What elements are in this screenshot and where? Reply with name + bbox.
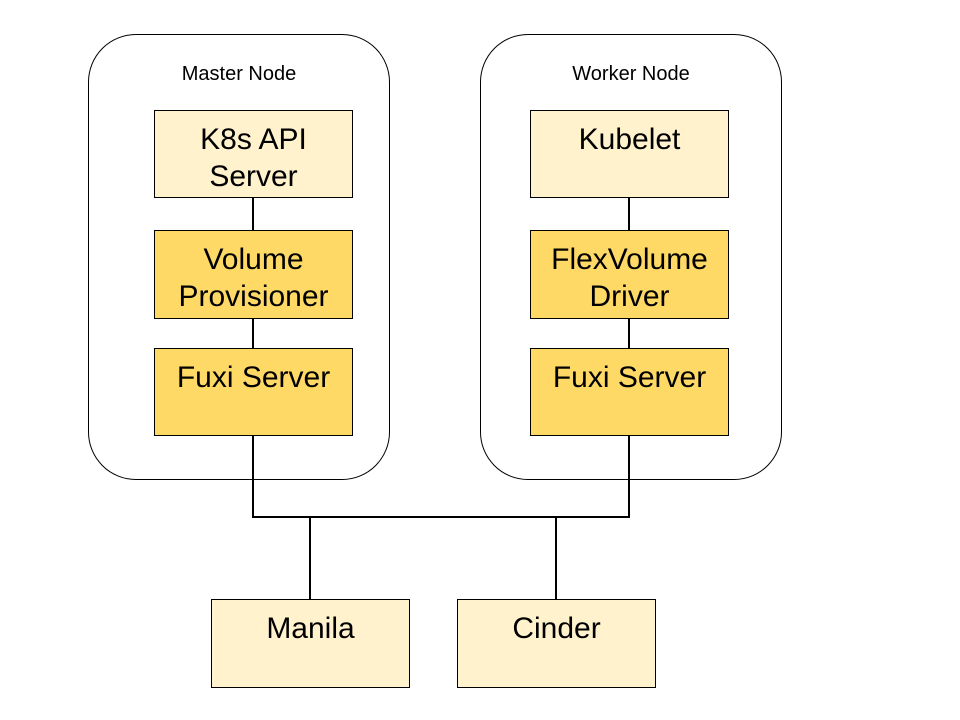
k8s-api-server-label-2: Server [209,160,298,193]
connector-worker-fuxi-down [628,435,630,518]
flexvolume-driver-box: FlexVolume Driver [530,230,729,319]
connector-api-to-provisioner [252,197,254,231]
k8s-api-server-box: K8s API Server [154,110,353,198]
kubelet-label: Kubelet [578,123,681,156]
volume-provisioner-label-1: Volume [203,243,304,276]
worker-fuxi-server-box: Fuxi Server [530,348,729,436]
master-fuxi-server-box: Fuxi Server [154,348,353,436]
manila-label: Manila [266,612,355,645]
connector-bus-to-cinder [555,516,557,600]
connector-master-fuxi-down [252,435,254,518]
master-node-title: Master Node [181,63,297,85]
manila-box: Manila [211,599,410,688]
bus-line [252,516,630,518]
connector-kubelet-to-flexvolume [628,197,630,231]
flexvolume-driver-label-1: FlexVolume [551,243,708,276]
worker-fuxi-server-label: Fuxi Server [552,361,707,394]
connector-provisioner-to-fuxi [252,318,254,349]
k8s-api-server-label-1: K8s API [200,123,307,156]
volume-provisioner-label-2: Provisioner [178,280,329,313]
master-fuxi-server-label: Fuxi Server [176,361,331,394]
kubelet-box: Kubelet [530,110,729,198]
cinder-box: Cinder [457,599,656,688]
connector-bus-to-manila [309,516,311,600]
flexvolume-driver-label-2: Driver [589,280,670,313]
worker-node-title: Worker Node [572,63,690,85]
cinder-label: Cinder [512,612,601,645]
connector-flexvolume-to-fuxi [628,318,630,349]
volume-provisioner-box: Volume Provisioner [154,230,353,319]
